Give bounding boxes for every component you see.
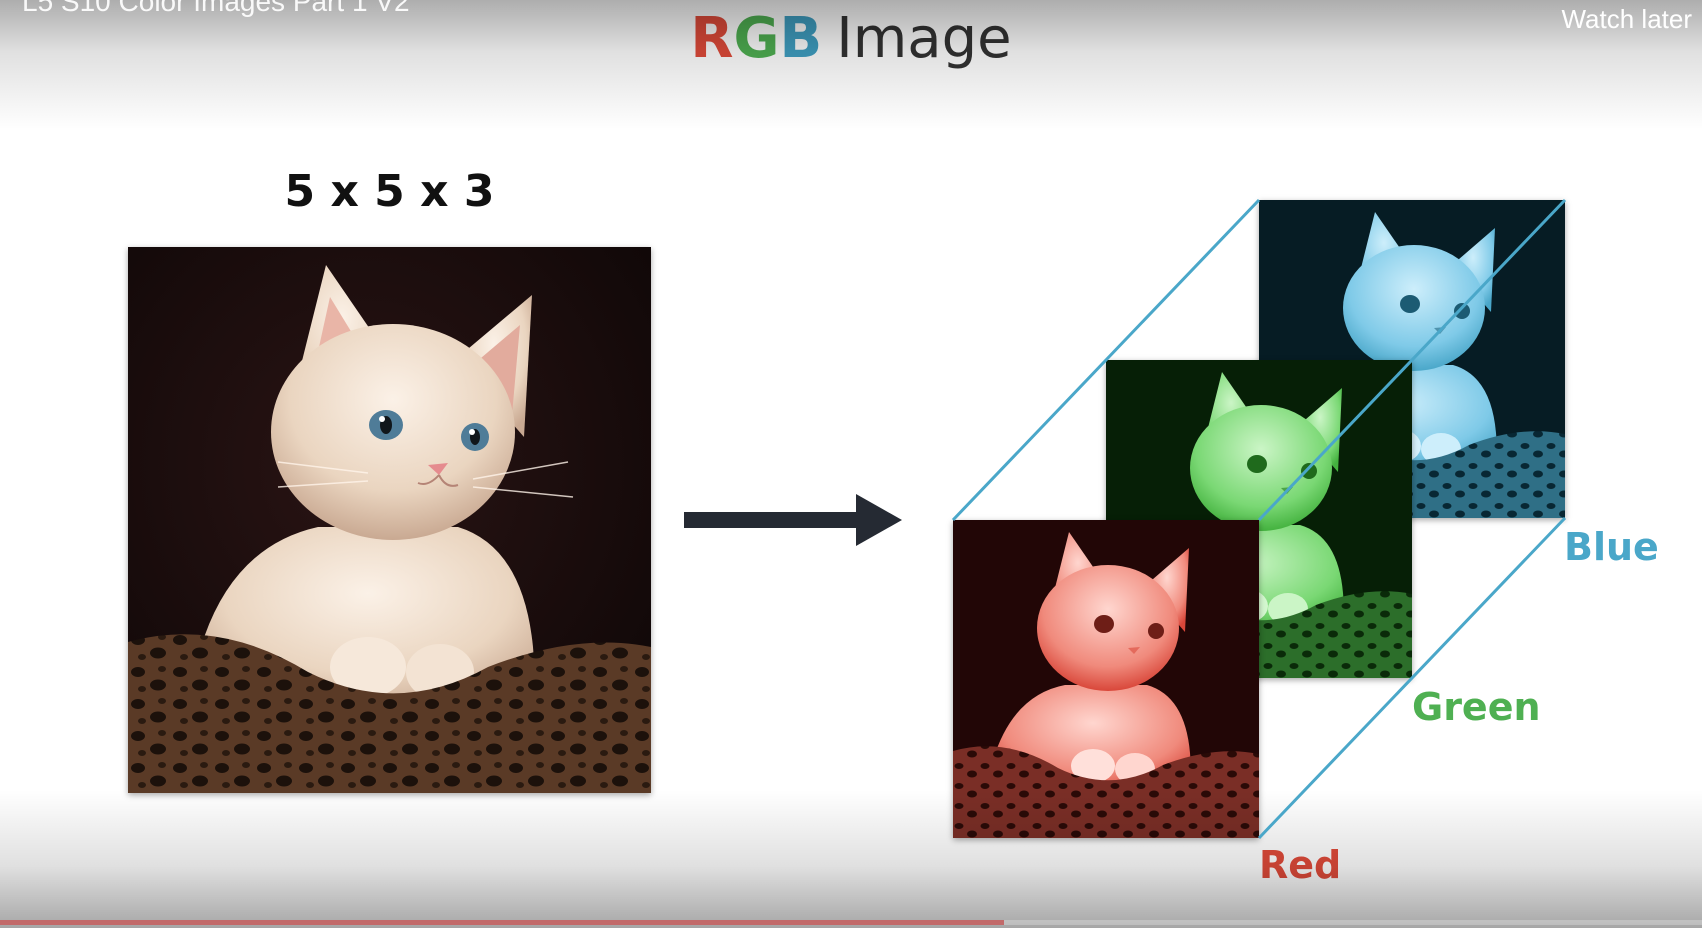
progress-bar-fill xyxy=(0,920,1005,925)
title-letter-b: B xyxy=(779,6,823,71)
watch-later-button[interactable]: Watch later xyxy=(1561,4,1692,34)
title-letter-r: R xyxy=(690,6,734,71)
kitten-photo xyxy=(128,247,651,793)
arrow-right-icon xyxy=(684,494,902,546)
channel-label-blue: Blue xyxy=(1564,525,1659,569)
bottom-overlay-gradient xyxy=(0,790,1702,928)
kitten-red-graphic xyxy=(953,520,1259,838)
dimensions-label: 5 x 5 x 3 xyxy=(284,166,495,217)
channel-label-red: Red xyxy=(1259,843,1342,887)
channel-label-green: Green xyxy=(1412,685,1541,729)
kitten-photo-graphic xyxy=(128,247,651,793)
title-letter-g: G xyxy=(733,6,780,71)
kitten-red-channel xyxy=(953,520,1259,838)
video-title[interactable]: L5 S10 Color Images Part 1 V2 xyxy=(22,0,410,17)
progress-bar[interactable] xyxy=(0,920,1702,925)
arrow-shaft xyxy=(684,512,862,528)
arrow-head xyxy=(856,494,902,546)
title-word: Image xyxy=(836,6,1012,71)
